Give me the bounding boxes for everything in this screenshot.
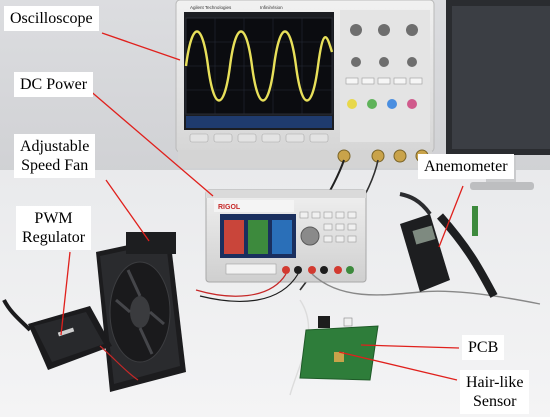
dc-power-supply: RIGOL: [205, 189, 367, 283]
label-oscilloscope: Oscilloscope: [4, 6, 99, 31]
label-pcb-text: PCB: [468, 339, 499, 356]
label-oscilloscope-text: Oscilloscope: [10, 10, 93, 27]
scope-series-text: InfiniiVision: [260, 5, 283, 10]
label-pcb: PCB: [462, 335, 505, 360]
pwm-regulator: [2, 299, 139, 381]
label-fan-line2: Speed Fan: [21, 157, 89, 174]
scope-brand-text: Agilent Technologies: [190, 5, 232, 10]
label-hair-like-sensor: Hair-like Sensor: [460, 370, 530, 414]
label-sensor-line1: Hair-like: [466, 374, 524, 391]
label-anemometer: Anemometer: [418, 154, 514, 179]
label-dc-power-text: DC Power: [20, 76, 88, 93]
label-pwm-regulator: PWM Regulator: [16, 206, 92, 250]
oscilloscope: Agilent Technologies InfiniiVision: [175, 0, 435, 168]
label-dc-power: DC Power: [14, 72, 94, 97]
anemometer: [399, 192, 498, 298]
label-pwm-line2: Regulator: [22, 229, 86, 246]
label-sensor-line2: Sensor: [472, 393, 517, 410]
label-pwm-line1: PWM: [34, 210, 73, 227]
psu-brand-text: RIGOL: [218, 204, 241, 211]
label-fan-line1: Adjustable: [20, 138, 90, 155]
label-anemometer-text: Anemometer: [424, 158, 508, 175]
label-fan: Adjustable Speed Fan: [14, 134, 96, 178]
scope-sine-trace: [184, 30, 334, 102]
